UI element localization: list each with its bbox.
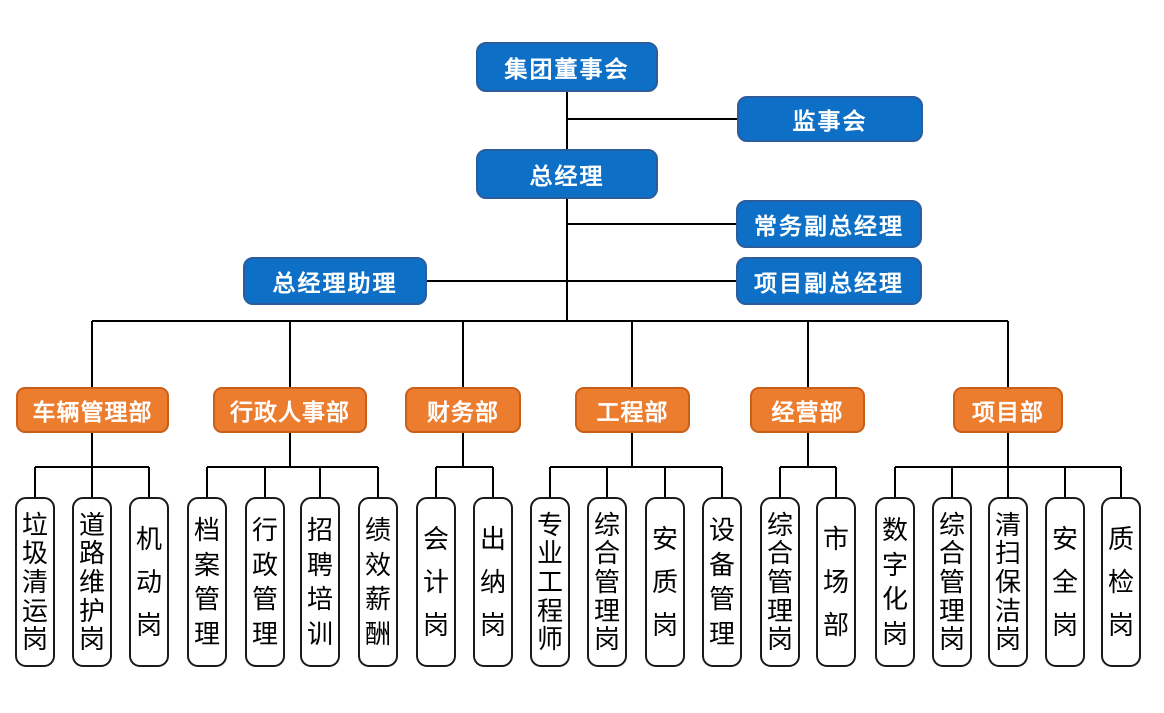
position-box: 会计岗	[416, 497, 456, 667]
position-box: 专业工程师	[530, 497, 570, 667]
position-box: 垃圾清运岗	[15, 497, 55, 667]
position-box: 综合管理岗	[932, 497, 972, 667]
position-box: 市场部	[816, 497, 856, 667]
position-box: 机动岗	[129, 497, 169, 667]
supervisory-board-box: 监事会	[737, 96, 923, 142]
dept-vehicle-management-box: 车辆管理部	[16, 387, 169, 433]
dept-engineering-box: 工程部	[575, 387, 690, 433]
dept-operations-box: 经营部	[750, 387, 865, 433]
dept-project-box: 项目部	[953, 387, 1063, 433]
executive-deputy-gm-box: 常务副总经理	[736, 200, 922, 248]
position-box: 道路维护岗	[72, 497, 112, 667]
dept-admin-hr-box: 行政人事部	[213, 387, 367, 433]
position-box: 设备管理	[702, 497, 742, 667]
position-box: 行政管理	[245, 497, 285, 667]
position-box: 绩效薪酬	[358, 497, 398, 667]
position-box: 数字化岗	[875, 497, 915, 667]
position-box: 质检岗	[1101, 497, 1141, 667]
position-box: 安全岗	[1045, 497, 1085, 667]
position-box: 安质岗	[645, 497, 685, 667]
position-box: 出纳岗	[473, 497, 513, 667]
position-box: 清扫保洁岗	[988, 497, 1028, 667]
dept-finance-box: 财务部	[405, 387, 521, 433]
position-box: 招聘培训	[300, 497, 340, 667]
position-box: 综合管理岗	[587, 497, 627, 667]
project-deputy-gm-box: 项目副总经理	[736, 257, 922, 305]
gm-assistant-box: 总经理助理	[243, 257, 427, 305]
position-box: 综合管理岗	[760, 497, 800, 667]
general-manager-box: 总经理	[476, 149, 658, 199]
board-of-directors-box: 集团董事会	[476, 42, 658, 92]
position-box: 档案管理	[187, 497, 227, 667]
